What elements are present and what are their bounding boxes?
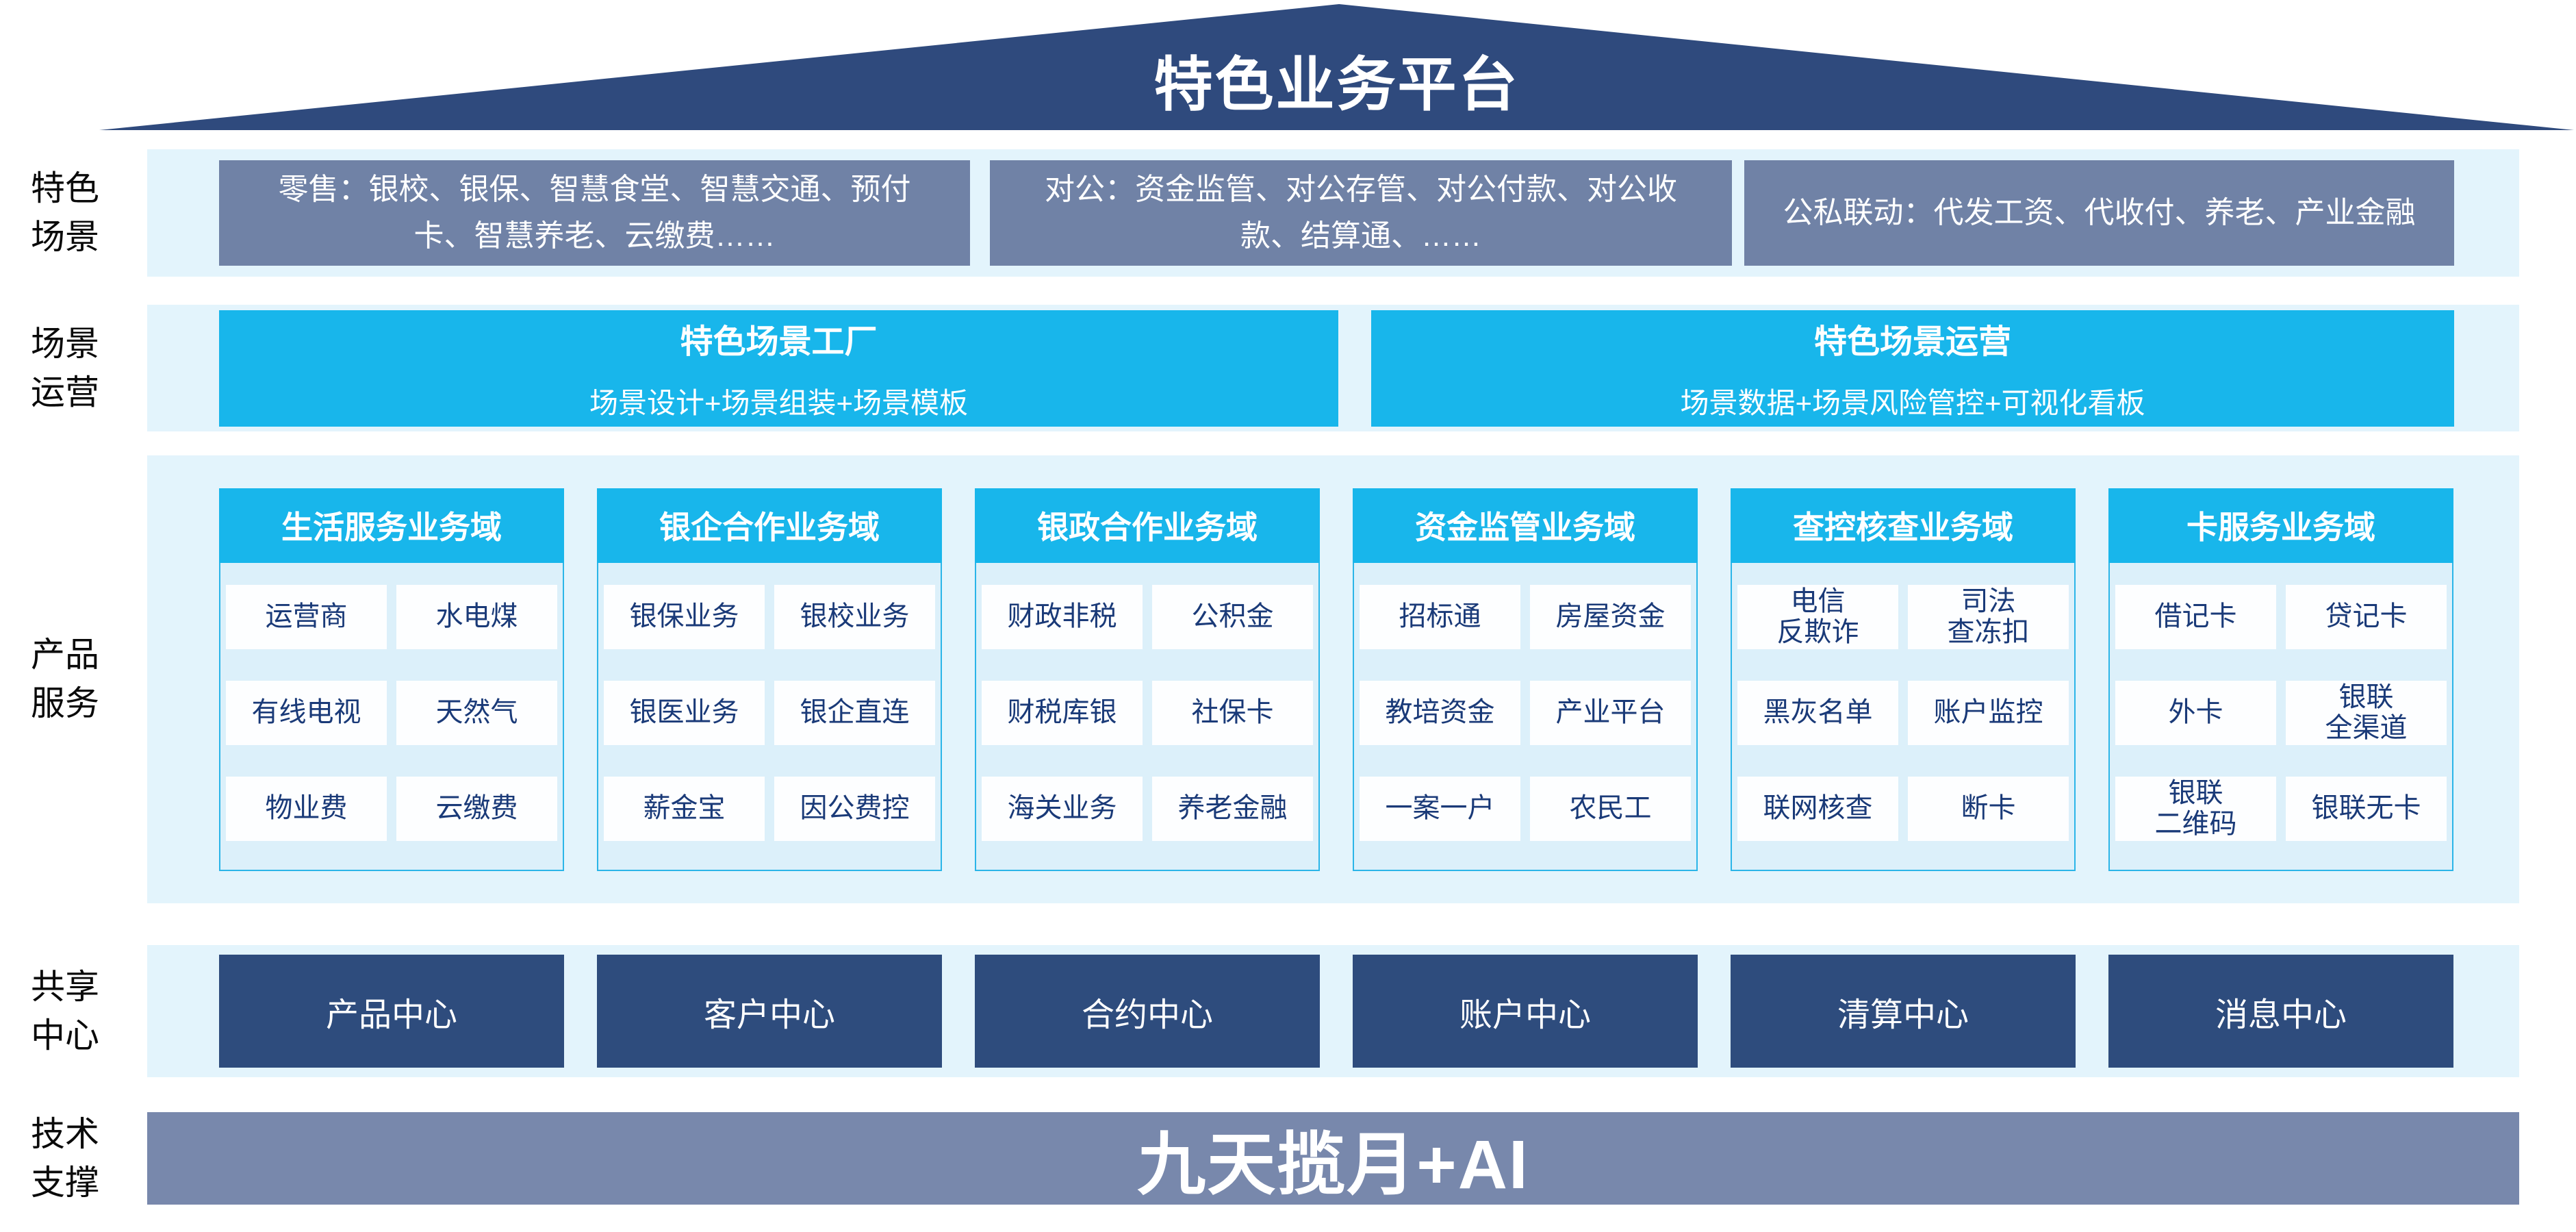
domain-item: 云缴费	[396, 776, 557, 841]
domain-header: 卡服务业务域	[2108, 488, 2453, 563]
panel-subtitle: 场景设计+场景组装+场景模板	[589, 387, 969, 419]
tech-support-bar: 九天揽月+AI	[147, 1112, 2519, 1205]
scene-box-retail: 零售：银校、银保、智慧食堂、智慧交通、预付 卡、智慧养老、云缴费……	[219, 160, 970, 266]
domain-item: 海关业务	[982, 776, 1143, 841]
domain-item: 天然气	[396, 680, 557, 745]
center-box-clearing: 清算中心	[1731, 955, 2076, 1068]
center-box-contract: 合约中心	[975, 955, 1320, 1068]
domain-column-bank-government: 银政合作业务域 财政非税 公积金 财税库银 社保卡 海关业务 养老金融	[975, 488, 1320, 871]
domain-item: 养老金融	[1152, 776, 1313, 841]
domain-column-inquiry-control: 查控核查业务域 电信 反欺诈 司法 查冻扣 黑灰名单 账户监控 联网核查 断卡	[1731, 488, 2076, 871]
domain-header: 银政合作业务域	[975, 488, 1320, 563]
domain-item: 公积金	[1152, 584, 1313, 649]
row-label-scene: 特色 场景	[31, 169, 99, 256]
domain-column-bank-enterprise: 银企合作业务域 银保业务 银校业务 银医业务 银企直连 薪金宝 因公费控	[597, 488, 942, 871]
domain-column-fund-supervision: 资金监管业务域 招标通 房屋资金 教培资金 产业平台 一案一户 农民工	[1353, 488, 1698, 871]
domain-item: 因公费控	[774, 776, 935, 841]
domain-header: 查控核查业务域	[1731, 488, 2076, 563]
panel-title: 特色场景运营	[1813, 324, 2011, 360]
domain-item: 招标通	[1360, 584, 1520, 649]
domain-item: 外卡	[2115, 680, 2276, 745]
domain-item: 农民工	[1530, 776, 1691, 841]
scene-box-public-private: 公私联动：代发工资、代收付、养老、产业金融	[1744, 160, 2454, 266]
domain-item: 运营商	[226, 584, 387, 649]
domain-body: 电信 反欺诈 司法 查冻扣 黑灰名单 账户监控 联网核查 断卡	[1731, 562, 2076, 871]
domain-item: 财政非税	[982, 584, 1143, 649]
domain-body: 财政非税 公积金 财税库银 社保卡 海关业务 养老金融	[975, 562, 1320, 871]
panel-subtitle: 场景数据+场景风险管控+可视化看板	[1680, 387, 2145, 419]
domain-item: 物业费	[226, 776, 387, 841]
row-label-operation: 场景 运营	[31, 324, 99, 412]
domain-item: 联网核查	[1737, 776, 1898, 841]
domain-item: 黑灰名单	[1737, 680, 1898, 745]
scene-factory-panel: 特色场景工厂 场景设计+场景组装+场景模板	[219, 310, 1338, 427]
domain-item: 银保业务	[604, 584, 765, 649]
center-box-message: 消息中心	[2108, 955, 2453, 1068]
domain-item: 银联 二维码	[2115, 776, 2276, 841]
row-label-tech: 技术 支撑	[31, 1114, 99, 1202]
domain-body: 招标通 房屋资金 教培资金 产业平台 一案一户 农民工	[1353, 562, 1698, 871]
center-box-customer: 客户中心	[597, 955, 942, 1068]
domain-item: 断卡	[1908, 776, 2069, 841]
domain-item: 银企直连	[774, 680, 935, 745]
band-operation: 特色场景工厂 场景设计+场景组装+场景模板 特色场景运营 场景数据+场景风险管控…	[147, 305, 2519, 431]
center-box-product: 产品中心	[219, 955, 564, 1068]
domain-item: 薪金宝	[604, 776, 765, 841]
domain-item: 电信 反欺诈	[1737, 584, 1898, 649]
domain-item: 房屋资金	[1530, 584, 1691, 649]
scene-operation-panel: 特色场景运营 场景数据+场景风险管控+可视化看板	[1371, 310, 2454, 427]
domain-item: 教培资金	[1360, 680, 1520, 745]
platform-title: 特色业务平台	[1153, 52, 1520, 118]
domain-item: 财税库银	[982, 680, 1143, 745]
row-label-products: 产品 服务	[31, 636, 99, 722]
domain-item: 有线电视	[226, 680, 387, 745]
tech-banner-text: 九天揽月+AI	[1137, 1127, 1529, 1203]
domain-header: 银企合作业务域	[597, 488, 942, 563]
domain-column-card-service: 卡服务业务域 借记卡 贷记卡 外卡 银联 全渠道 银联 二维码 银联无卡	[2108, 488, 2453, 871]
domain-item: 借记卡	[2115, 584, 2276, 649]
domain-item: 账户监控	[1908, 680, 2069, 745]
scene-box-corporate: 对公：资金监管、对公存管、对公付款、对公收 款、结算通、……	[990, 160, 1732, 266]
band-products: 生活服务业务域 运营商 水电煤 有线电视 天然气 物业费 云缴费 银企合作业务域…	[147, 455, 2519, 903]
domain-header: 生活服务业务域	[219, 488, 564, 563]
band-shared: 产品中心 客户中心 合约中心 账户中心 清算中心 消息中心	[147, 945, 2519, 1077]
domain-item: 银联无卡	[2286, 776, 2447, 841]
domain-body: 借记卡 贷记卡 外卡 银联 全渠道 银联 二维码 银联无卡	[2108, 562, 2453, 871]
row-label-shared: 共享 中心	[31, 967, 99, 1055]
domain-item: 水电煤	[396, 584, 557, 649]
domain-item: 司法 查冻扣	[1908, 584, 2069, 649]
domain-body: 运营商 水电煤 有线电视 天然气 物业费 云缴费	[219, 562, 564, 871]
domain-item: 银校业务	[774, 584, 935, 649]
domain-column-life-service: 生活服务业务域 运营商 水电煤 有线电视 天然气 物业费 云缴费	[219, 488, 564, 871]
band-scene: 零售：银校、银保、智慧食堂、智慧交通、预付 卡、智慧养老、云缴费…… 对公：资金…	[147, 149, 2519, 277]
domain-item: 银医业务	[604, 680, 765, 745]
domain-header: 资金监管业务域	[1353, 488, 1698, 563]
domain-body: 银保业务 银校业务 银医业务 银企直连 薪金宝 因公费控	[597, 562, 942, 871]
domain-item: 银联 全渠道	[2286, 680, 2447, 745]
domain-item: 社保卡	[1152, 680, 1313, 745]
domain-item: 一案一户	[1360, 776, 1520, 841]
center-box-account: 账户中心	[1353, 955, 1698, 1068]
domain-item: 产业平台	[1530, 680, 1691, 745]
panel-title: 特色场景工厂	[680, 324, 878, 360]
roof-banner: 特色业务平台	[99, 4, 2574, 130]
domain-item: 贷记卡	[2286, 584, 2447, 649]
